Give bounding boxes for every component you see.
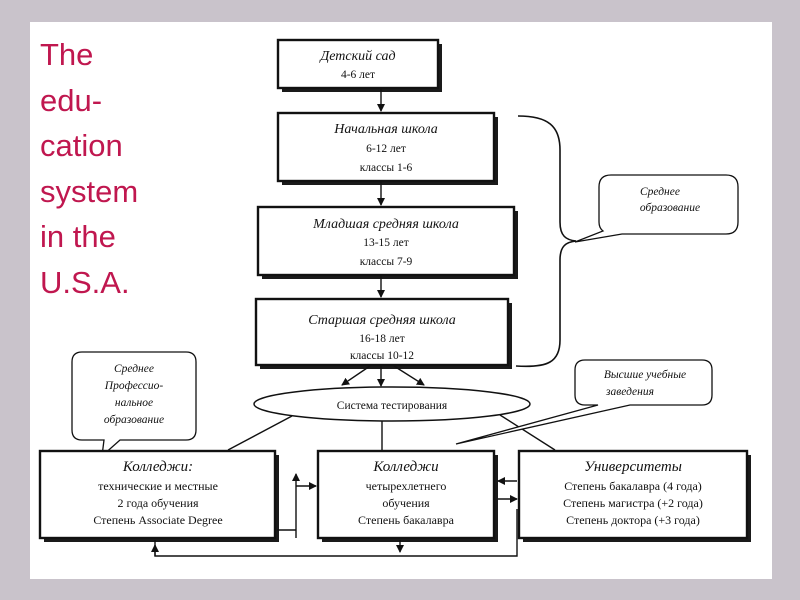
stage-primary-school: Начальная школа 6-12 лет классы 1-6 (276, 111, 498, 185)
college-detail: четырехлетнего (366, 479, 447, 493)
college-detail: технические и местные (98, 479, 218, 493)
title-line: The (40, 37, 94, 72)
secondary-brace (515, 115, 577, 368)
college-detail: Степень бакалавра (358, 513, 455, 527)
stage-junior-high: Младшая средняя школа 13-15 лет классы 7… (256, 205, 518, 279)
college-detail: Степень доктора (+3 года) (566, 513, 700, 527)
callout-higher-education: Высшие учебные заведения (455, 359, 713, 445)
stage-grades: классы 7-9 (360, 256, 413, 268)
college-detail: 2 года обучения (117, 496, 199, 510)
link-testing-to-university (499, 414, 556, 451)
callout-line: заведения (605, 386, 654, 398)
title-line: system (40, 173, 139, 209)
stage-name: Детский сад (318, 49, 395, 64)
stage-age: 16-18 лет (359, 333, 405, 345)
college-university: Университеты Степень бакалавра (4 года) … (517, 449, 751, 542)
callout-line: Профессио- (104, 380, 164, 392)
link-testing-to-community-college (227, 415, 293, 451)
title-line: U.S.A. (40, 264, 130, 300)
college-detail: Степень Associate Degree (93, 513, 222, 527)
slide-title: The edu- cation system in the U.S.A. (40, 32, 180, 305)
testing-system: Система тестирования (253, 386, 531, 422)
testing-label: Система тестирования (337, 400, 448, 412)
college-detail: Степень магистра (+2 года) (563, 496, 703, 510)
stage-name: Старшая средняя школа (308, 313, 456, 328)
callout-line: Высшие учебные (604, 369, 686, 381)
arrow-senior-to-testing-right (393, 365, 425, 386)
callout-vocational-education: Среднее Профессио- нальное образование (71, 351, 197, 458)
college-detail: Степень бакалавра (4 года) (564, 479, 702, 493)
stage-grades: классы 1-6 (360, 162, 413, 174)
title-line: cation (40, 128, 123, 163)
stage-name: Младшая средняя школа (312, 217, 459, 232)
callout-secondary-education: Среднее образование (574, 174, 739, 243)
college-name: Колледжи: (122, 459, 193, 475)
title-line: edu- (40, 82, 103, 118)
title-line: in the (40, 219, 116, 254)
stage-senior-high: Старшая средняя школа 16-18 лет классы 1… (254, 297, 512, 369)
college-community: Колледжи: технические и местные 2 года о… (38, 449, 279, 542)
callout-line: образование (104, 414, 164, 426)
arrow-senior-to-testing-left (341, 365, 371, 386)
callout-line: нальное (115, 397, 153, 409)
college-name: Колледжи (372, 459, 438, 475)
stage-kindergarten: Детский сад 4-6 лет (276, 38, 442, 92)
stage-age: 4-6 лет (341, 69, 375, 81)
stage-age: 6-12 лет (366, 143, 406, 155)
callout-line: образование (640, 202, 700, 214)
stage-name: Начальная школа (333, 122, 438, 137)
stage-grades: классы 10-12 (350, 350, 414, 362)
callout-line: Среднее (114, 363, 154, 375)
callout-line: Среднее (640, 186, 680, 198)
stage-age: 13-15 лет (363, 237, 409, 249)
college-detail: обучения (382, 496, 430, 510)
college-name: Университеты (584, 459, 682, 475)
college-four-year: Колледжи четырехлетнего обучения Степень… (316, 449, 498, 542)
